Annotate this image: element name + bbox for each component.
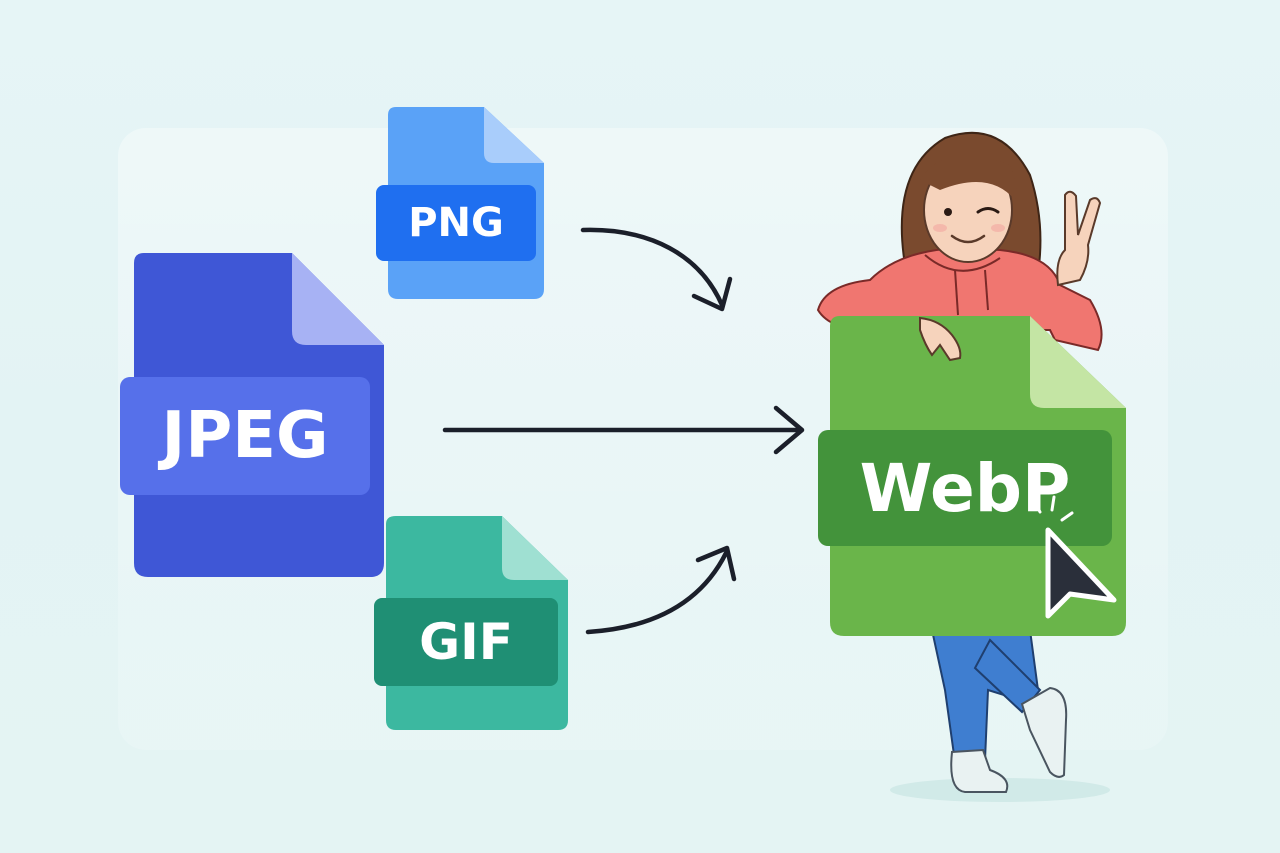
peace-hand [1056,190,1102,287]
jpeg-label: JPEG [120,377,370,495]
jpeg-file-icon: JPEG [120,253,386,579]
right-shoe [1020,686,1068,778]
webp-label: WebP [818,430,1112,546]
gif-arrow-head [695,545,737,582]
png-file-icon: PNG [376,107,546,299]
png-label: PNG [376,185,536,261]
gif-label: GIF [374,598,558,686]
gif-file-icon: GIF [374,516,570,730]
png-arrow [580,227,725,308]
gif-arrow [585,550,729,635]
jpeg-arrow-head [773,405,805,455]
left-shoe [950,748,1009,793]
png-arrow-head [691,276,733,312]
